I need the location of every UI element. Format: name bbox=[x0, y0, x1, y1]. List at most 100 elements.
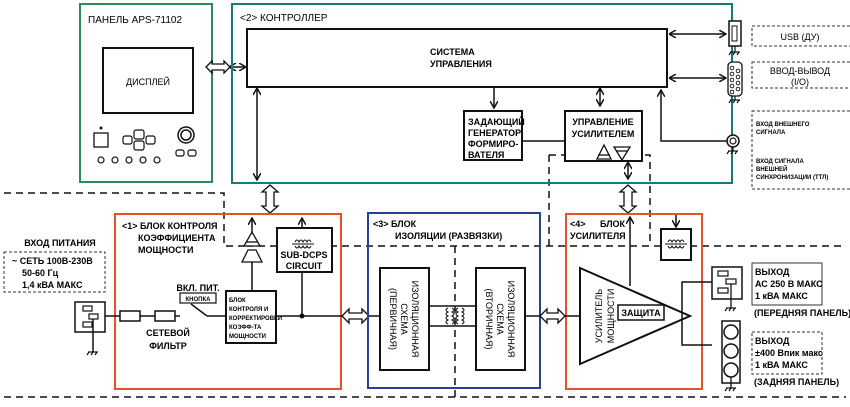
power-input-spec-1: ~ СЕТЬ 100В-230В bbox=[12, 256, 93, 266]
pfc-unit-label-3: КОРРЕКТИРОВКИ bbox=[229, 316, 282, 322]
panel-controller-bus-arrow bbox=[205, 59, 246, 75]
power-input-spec-2: 50-60 Гц bbox=[22, 268, 59, 278]
isolation-secondary-label-2: СХЕМА bbox=[495, 303, 505, 335]
ext-sync-label-3: СИНХРОНИЗАЦИИ (ТТЛ) bbox=[756, 175, 828, 181]
ext-signal-label-1: ВХОД ВНЕШНЕГО bbox=[756, 122, 810, 128]
control-system-label-1: СИСТЕМА bbox=[430, 47, 475, 57]
isolation-title-1: <3> БЛОК bbox=[373, 219, 417, 229]
front-output-spec: ВЫХОД АС 250 В МАКС 1 кВА МАКС (ПЕРЕДНЯЯ… bbox=[751, 262, 850, 318]
pfc-title-2: КОЭФФИЦИЕНТА bbox=[138, 233, 216, 243]
rear-output-line-2: ±400 Впик макс bbox=[755, 348, 823, 358]
pfc-unit-box bbox=[225, 290, 277, 344]
line-filter-box bbox=[154, 310, 176, 322]
front-panel-title: ПАНЕЛЬ APS-71102 bbox=[88, 15, 182, 26]
pfc-unit-label-4: КОЭФФ-ТА bbox=[229, 325, 262, 331]
rear-output-line-3: 1 кВА МАКС bbox=[755, 360, 808, 370]
isolation-primary-box bbox=[379, 267, 430, 371]
signal-input-label-box bbox=[751, 110, 850, 190]
rear-output-line-1: ВЫХОД bbox=[755, 336, 790, 346]
sub-dcps-box bbox=[276, 227, 333, 273]
io-label-box bbox=[751, 61, 850, 89]
line-filter-label-2: ФИЛЬТР bbox=[149, 341, 187, 351]
ext-sync-label-1: ВХОД СИГНАЛА bbox=[756, 159, 804, 165]
isolation-primary-label-3: (ПЕРВИЧНАЯ) bbox=[388, 288, 398, 350]
ac-inlet-icon[interactable] bbox=[74, 301, 106, 356]
front-output-caption: (ПЕРЕДНЯЯ ПАНЕЛЬ) bbox=[754, 308, 850, 318]
amp-title-2: БЛОК bbox=[600, 219, 626, 229]
transformer-coil-icon bbox=[665, 239, 687, 249]
io-label-2: (I/O) bbox=[791, 77, 809, 87]
power-input-spec-3: 1,4 кВА МАКС bbox=[22, 280, 83, 290]
waveform-generator-label-1: ЗАДАЮЩИЙ bbox=[468, 116, 525, 127]
ground-icon bbox=[724, 387, 736, 392]
ext-signal-label-2: СИГНАЛА bbox=[756, 130, 786, 136]
power-input-spec-box bbox=[3, 251, 106, 293]
function-keys-icon[interactable] bbox=[97, 156, 161, 164]
waveform-generator-box bbox=[463, 110, 523, 161]
front-output-line-3: 1 кВА МАКС bbox=[755, 291, 808, 301]
rear-output-spec: ВЫХОД ±400 Впик макс 1 кВА МАКС (ЗАДНЯЯ … bbox=[751, 331, 839, 387]
protection-box bbox=[617, 304, 665, 321]
front-panel: ПАНЕЛЬ APS-71102 ДИСПЛЕЙ bbox=[79, 3, 213, 183]
amp-control-label-2: УСИЛИТЕЛЕМ bbox=[572, 129, 635, 139]
rear-output-caption: (ЗАДНЯЯ ПАНЕЛЬ) bbox=[754, 377, 839, 387]
power-switch-label: ВКЛ. ПИТ. bbox=[176, 283, 219, 293]
rotary-knob-icon[interactable] bbox=[175, 126, 197, 157]
amp-control-label-1: УПРАВЛЕНИЕ bbox=[572, 117, 633, 127]
power-button-icon[interactable] bbox=[93, 126, 109, 148]
pfc-title-1: <1> БЛОК КОНТРОЛЯ bbox=[122, 221, 218, 231]
isolation-boundary-lines bbox=[4, 154, 846, 398]
pfc-unit-label-1: БЛОК bbox=[229, 298, 246, 304]
isolation-title-2: ИЗОЛЯЦИИ (РАЗВЯЗКИ) bbox=[395, 231, 502, 241]
display-label: ДИСПЛЕЙ bbox=[126, 76, 170, 87]
power-input: ВХОД ПИТАНИЯ ~ СЕТЬ 100В-230В 50-60 Гц 1… bbox=[3, 238, 106, 356]
protection-label: ЗАЩИТА bbox=[621, 308, 661, 318]
ground-icon bbox=[728, 46, 740, 56]
power-button[interactable] bbox=[179, 292, 217, 304]
usb-label-box bbox=[751, 25, 850, 47]
line-filter-label-1: СЕТЕВОЙ bbox=[146, 327, 190, 338]
fuse bbox=[119, 310, 141, 322]
rear-output-terminal[interactable] bbox=[721, 320, 741, 392]
ground-icon bbox=[726, 147, 738, 155]
power-amplifier-label-2: МОЩНОСТИ bbox=[606, 289, 616, 344]
controller-block: <2> КОНТРОЛЛЕР СИСТЕМА УПРАВЛЕНИЯ ЗАДАЮЩ… bbox=[231, 3, 733, 184]
control-system-label-2: УПРАВЛЕНИЯ bbox=[430, 59, 492, 69]
power-switch[interactable] bbox=[190, 303, 208, 317]
amp-title-3: УСИЛИТЕЛЯ bbox=[570, 231, 626, 241]
front-output-terminal[interactable] bbox=[711, 266, 743, 312]
isolator-triangles-icon bbox=[240, 230, 264, 263]
navigation-keys-icon[interactable] bbox=[122, 129, 156, 151]
ground-icon bbox=[728, 96, 740, 104]
io-label-1: ВВОД-ВЫВОД bbox=[770, 66, 830, 76]
waveform-generator-label-2: ГЕНЕРАТОР bbox=[468, 128, 521, 138]
transformer-coil-icon bbox=[292, 239, 314, 249]
isolation-block-frame bbox=[367, 212, 541, 389]
usb-port[interactable]: USB (ДУ) bbox=[670, 20, 850, 56]
power-button-label: КНОПКА bbox=[186, 297, 212, 303]
pfc-title-3: МОЩНОСТИ bbox=[138, 245, 193, 255]
isolation-amp-bus-arrow bbox=[539, 307, 566, 325]
pfc-isolation-bus-arrow bbox=[341, 307, 370, 325]
amp-title-1: <4> bbox=[570, 219, 586, 229]
pfc-unit-label-2: КОНТРОЛЯ И bbox=[229, 307, 268, 313]
usb-label: USB (ДУ) bbox=[781, 32, 820, 42]
isolation-secondary-label-1: ИЗОЛЯЦИОННАЯ bbox=[506, 281, 516, 358]
isolation-primary-label-1: ИЗОЛЯЦИОННАЯ bbox=[410, 281, 420, 358]
front-output-line-1: ВЫХОД bbox=[755, 267, 790, 277]
isolation-transformer-icon bbox=[445, 307, 465, 325]
isolation-block: <3> БЛОК ИЗОЛЯЦИИ (РАЗВЯЗКИ) ИЗОЛЯЦИОННА… bbox=[367, 212, 541, 389]
io-port[interactable]: ВВОД-ВЫВОД (I/O) bbox=[670, 61, 850, 104]
power-input-title: ВХОД ПИТАНИЯ bbox=[24, 238, 96, 248]
sub-dcps-label-1: SUB-DCPS bbox=[280, 250, 327, 260]
ext-sync-label-2: ВНЕШНЕЙ bbox=[756, 165, 787, 173]
control-system-box bbox=[246, 28, 668, 88]
pfc-block: <1> БЛОК КОНТРОЛЯ КОЭФФИЦИЕНТА МОЩНОСТИ … bbox=[105, 213, 344, 390]
front-panel-frame bbox=[79, 3, 213, 183]
ground-icon bbox=[724, 307, 736, 312]
controller-title: <2> КОНТРОЛЛЕР bbox=[240, 13, 328, 24]
pfc-block-frame bbox=[114, 213, 342, 390]
waveform-generator-label-3: ФОРМИРО- bbox=[468, 139, 518, 149]
bnc-signal-input[interactable]: ВХОД ВНЕШНЕГО СИГНАЛА ВХОД СИГНАЛА ВНЕШН… bbox=[726, 110, 850, 190]
